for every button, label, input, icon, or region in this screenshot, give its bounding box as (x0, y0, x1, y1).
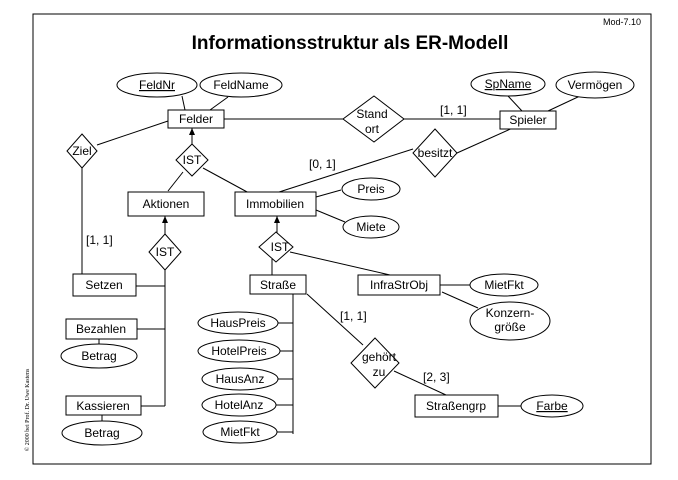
svg-text:MietFkt: MietFkt (484, 278, 524, 292)
entity-kassieren: Kassieren (65, 395, 142, 416)
svg-text:Miete: Miete (356, 220, 386, 234)
svg-text:InfraStrObj: InfraStrObj (370, 278, 428, 292)
entity-spieler: Spieler (499, 110, 557, 130)
svg-text:Konzern-: Konzern- (486, 306, 535, 320)
svg-text:MietFkt: MietFkt (220, 425, 260, 439)
svg-text:Betrag: Betrag (81, 349, 116, 363)
arrowhead-immobilien (274, 216, 280, 223)
attribute-konzerngroesse: Konzern- größe (469, 301, 551, 341)
svg-text:Bezahlen: Bezahlen (76, 322, 126, 336)
attribute-vermoegen: Vermögen (555, 71, 635, 99)
page-code: Mod-7.10 (603, 17, 641, 27)
entity-bezahlen: Bezahlen (65, 318, 138, 340)
entity-infrastrobj: InfraStrObj (357, 274, 441, 296)
relationship-besitzt: besitzt (412, 128, 458, 178)
svg-text:SpName: SpName (485, 77, 532, 91)
attribute-betrag-bezahlen: Betrag (60, 343, 138, 369)
attribute-preis: Preis (341, 177, 401, 201)
copyright-note: © 2000 bei Prof. Dr. Uwe Kastens (24, 368, 31, 451)
attribute-mietfkt-infra: MietFkt (469, 273, 539, 297)
svg-text:HausPreis: HausPreis (210, 316, 265, 330)
svg-text:Farbe: Farbe (536, 399, 568, 413)
svg-text:HausAnz: HausAnz (216, 372, 265, 386)
relationship-gehoert-zu: gehört zu (350, 337, 400, 389)
svg-text:gehört: gehört (362, 350, 397, 364)
attribute-hausanz: HausAnz (201, 367, 279, 391)
svg-text:Felder: Felder (179, 112, 213, 126)
svg-text:IST: IST (156, 245, 175, 259)
svg-text:Betrag: Betrag (84, 426, 119, 440)
attribute-feldnr: FeldNr (116, 72, 198, 98)
svg-text:Kassieren: Kassieren (76, 399, 129, 413)
svg-text:HotelAnz: HotelAnz (215, 398, 264, 412)
svg-text:Setzen: Setzen (85, 278, 122, 292)
cardinality-standort: [1, 1] (440, 103, 467, 117)
attribute-spname: SpName (470, 71, 546, 97)
entity-felder: Felder (167, 109, 225, 129)
svg-text:FeldNr: FeldNr (139, 78, 175, 92)
cardinality-ziel: [1, 1] (86, 233, 113, 247)
svg-text:Straße: Straße (260, 278, 296, 292)
relationship-standort: Stand ort (342, 95, 405, 143)
attribute-feldname: FeldName (199, 72, 283, 98)
relationship-ist-immobilien: IST (258, 231, 294, 263)
entity-strasse: Straße (249, 274, 307, 295)
svg-text:Aktionen: Aktionen (143, 197, 190, 211)
cardinality-besitzt: [0, 1] (309, 157, 336, 171)
svg-text:Straßengrp: Straßengrp (426, 399, 486, 413)
svg-text:HotelPreis: HotelPreis (211, 344, 266, 358)
attribute-miete: Miete (342, 215, 400, 239)
entity-setzen: Setzen (72, 273, 137, 297)
svg-text:Preis: Preis (357, 182, 384, 196)
attribute-hauspreis: HausPreis (197, 311, 279, 335)
entity-aktionen: Aktionen (127, 191, 205, 217)
svg-text:IST: IST (183, 153, 202, 167)
svg-text:Immobilien: Immobilien (246, 197, 304, 211)
svg-text:Vermögen: Vermögen (568, 78, 623, 92)
relationship-ziel: Ziel (66, 133, 98, 169)
entity-strassengrp: Straßengrp (414, 394, 499, 418)
attribute-mietfkt-strasse: MietFkt (202, 420, 278, 444)
arrowhead-aktionen (162, 216, 168, 223)
entity-immobilien: Immobilien (234, 191, 317, 217)
attribute-hotelpreis: HotelPreis (197, 339, 281, 363)
page-frame (32, 13, 652, 465)
attribute-farbe: Farbe (520, 394, 584, 418)
connector-lines (81, 95, 581, 434)
attribute-betrag-kassieren: Betrag (61, 420, 143, 446)
relationship-ist-felder: IST (175, 143, 209, 177)
svg-text:zu: zu (373, 365, 386, 379)
svg-text:Spieler: Spieler (509, 113, 546, 127)
svg-text:Stand: Stand (356, 107, 387, 121)
relationship-ist-aktionen: IST (148, 233, 182, 271)
svg-text:größe: größe (494, 320, 526, 334)
cardinality-gehoert-grp: [2, 3] (423, 370, 450, 384)
attribute-hotelanz: HotelAnz (201, 393, 277, 417)
svg-text:FeldName: FeldName (213, 78, 269, 92)
cardinality-gehoert-strasse: [1, 1] (340, 309, 367, 323)
page-title: Informationsstruktur als ER-Modell (192, 33, 509, 54)
arrowhead-felder (189, 128, 195, 135)
svg-text:Ziel: Ziel (72, 144, 91, 158)
svg-text:ort: ort (365, 122, 380, 136)
svg-text:besitzt: besitzt (418, 146, 453, 160)
svg-text:IST: IST (271, 240, 290, 254)
